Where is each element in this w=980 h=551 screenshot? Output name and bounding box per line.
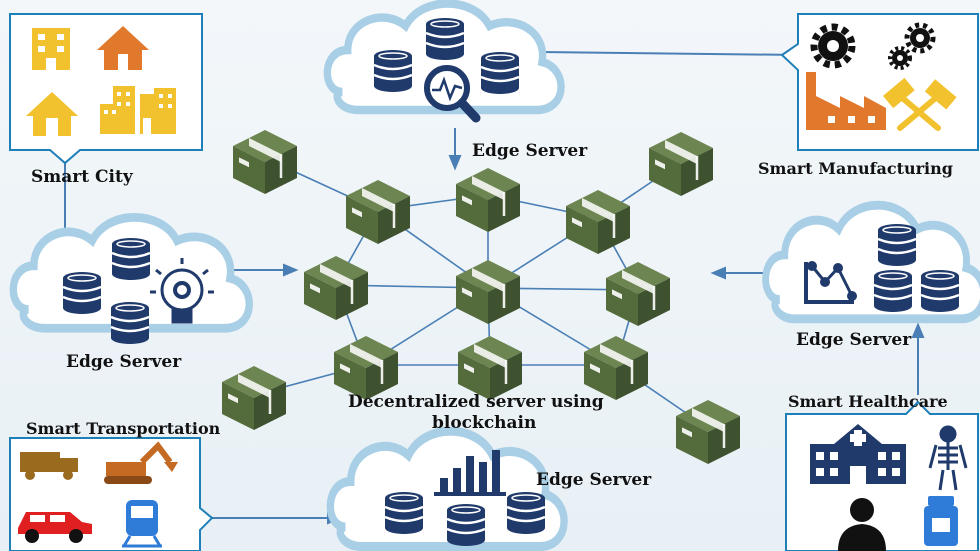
line-chart-icon bbox=[804, 261, 857, 304]
magnifier-analytics-icon bbox=[424, 65, 481, 123]
smart-healthcare-label: Smart Healthcare bbox=[788, 392, 948, 411]
database-icon bbox=[383, 490, 425, 536]
block-node bbox=[564, 188, 632, 256]
block-node bbox=[456, 334, 524, 402]
train-icon bbox=[122, 500, 162, 548]
decentralized-caption-line2: blockchain bbox=[432, 413, 536, 433]
block-node bbox=[647, 130, 715, 198]
block-node bbox=[220, 364, 288, 432]
database-icon bbox=[876, 222, 918, 268]
lightbulb-gear-icon bbox=[150, 258, 214, 324]
database-icon bbox=[505, 490, 547, 536]
hospital-icon bbox=[810, 424, 906, 484]
smart-healthcare-panel bbox=[785, 400, 979, 551]
smart-transportation-panel bbox=[9, 437, 214, 551]
block-node bbox=[674, 398, 742, 466]
doctor-icon bbox=[838, 498, 886, 551]
block-node bbox=[231, 128, 299, 196]
database-icon bbox=[372, 48, 414, 94]
block-node bbox=[604, 260, 672, 328]
smart-city-label: Smart City bbox=[31, 167, 134, 187]
smart-manufacturing-label: Smart Manufacturing bbox=[758, 159, 953, 178]
truck-icon bbox=[20, 452, 78, 480]
smart-manufacturing-panel bbox=[780, 13, 979, 151]
database-icon bbox=[109, 300, 151, 346]
edge-server-bottom-label: Edge Server bbox=[536, 470, 652, 490]
database-icon bbox=[61, 270, 103, 316]
house-icon bbox=[97, 26, 149, 70]
hammers-icon bbox=[882, 77, 957, 131]
block-node bbox=[302, 254, 370, 322]
smart-city-panel bbox=[9, 13, 203, 165]
database-icon bbox=[424, 16, 466, 62]
gears-icon bbox=[888, 22, 936, 70]
excavator-icon bbox=[104, 441, 178, 484]
house-icon bbox=[26, 92, 78, 136]
edge-server-right-label: Edge Server bbox=[796, 330, 912, 350]
block-node bbox=[582, 334, 650, 402]
smart-transportation-label: Smart Transportation bbox=[26, 419, 221, 438]
block-node bbox=[454, 258, 522, 326]
edge-server-left-label: Edge Server bbox=[66, 352, 182, 372]
car-icon bbox=[18, 512, 92, 543]
database-icon bbox=[445, 502, 487, 548]
decentralized-caption-line1: Decentralized server using bbox=[348, 392, 604, 412]
gear-icon bbox=[810, 23, 856, 69]
database-icon bbox=[110, 236, 152, 282]
office-building-icon bbox=[32, 28, 70, 70]
bar-chart-icon bbox=[434, 450, 506, 496]
factory-icon bbox=[806, 72, 886, 130]
block-node bbox=[332, 334, 400, 402]
edge-server-top-label: Edge Server bbox=[472, 141, 588, 161]
database-icon bbox=[919, 268, 961, 314]
database-icon bbox=[479, 50, 521, 96]
medicine-icon bbox=[924, 496, 958, 546]
block-node bbox=[454, 166, 522, 234]
apartment-buildings-icon bbox=[100, 86, 176, 134]
skeleton-icon bbox=[928, 425, 968, 491]
database-icon bbox=[872, 268, 914, 314]
block-node bbox=[344, 178, 412, 246]
